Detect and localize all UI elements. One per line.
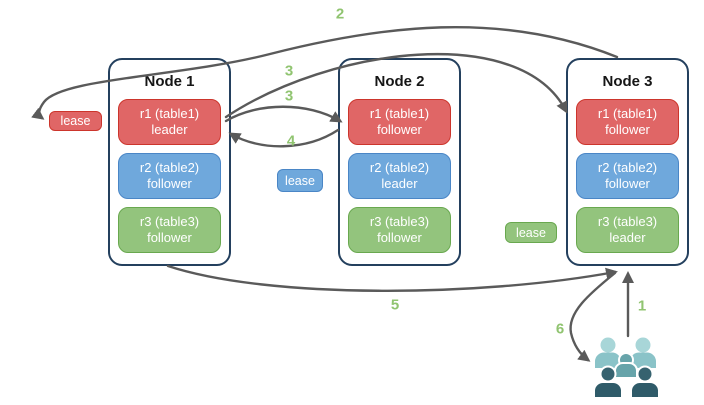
node-3-title: Node 3 <box>602 73 653 90</box>
replica-name: r3 (table3) <box>369 214 430 229</box>
replica-name: r2 (table2) <box>597 160 658 175</box>
replica-name: r3 (table3) <box>597 214 658 229</box>
user-body <box>614 361 638 379</box>
replica-name: r1 (table1) <box>597 106 658 121</box>
node2-replica-r3: r3 (table3) follower <box>348 207 451 253</box>
node3-replica-r3: r3 (table3) leader <box>576 207 679 253</box>
node-1-container: Node 1 r1 (table1) leader r2 (table2) fo… <box>108 58 231 266</box>
replica-role: follower <box>377 122 422 137</box>
replica-role: leader <box>151 122 188 137</box>
replica-role: follower <box>605 122 650 137</box>
user-body <box>630 380 660 399</box>
user-head <box>599 365 617 383</box>
step-label-6: 6 <box>555 320 565 338</box>
replica-name: r2 (table2) <box>139 160 200 175</box>
node2-replica-r1: r1 (table1) follower <box>348 99 451 145</box>
step-label-3b: 3 <box>284 87 294 105</box>
replica-role: follower <box>147 230 192 245</box>
user-head <box>635 337 651 353</box>
step-label-2: 2 <box>335 5 345 23</box>
replica-role: follower <box>605 176 650 191</box>
replica-name: r1 (table1) <box>139 106 200 121</box>
replica-name: r3 (table3) <box>139 214 200 229</box>
node-1-title: Node 1 <box>144 73 195 90</box>
user-head <box>618 352 634 368</box>
replica-name: r2 (table2) <box>369 160 430 175</box>
replica-role: leader <box>381 176 418 191</box>
step-label-5: 5 <box>390 296 400 314</box>
user-body <box>595 352 621 368</box>
node2-replica-r2: r2 (table2) leader <box>348 153 451 199</box>
arrow-step-5 <box>166 264 618 292</box>
node1-replica-r2: r2 (table2) follower <box>118 153 221 199</box>
user-body <box>593 380 623 399</box>
user-body <box>630 352 656 368</box>
node-2-title: Node 2 <box>374 73 425 90</box>
lease-badge-r1: lease <box>49 111 102 131</box>
lease-badge-r3: lease <box>505 222 557 243</box>
node1-replica-r3: r3 (table3) follower <box>118 207 221 253</box>
replica-name: r1 (table1) <box>369 106 430 121</box>
step-label-3a: 3 <box>284 62 294 80</box>
replica-role: follower <box>377 230 422 245</box>
replica-role: leader <box>609 230 646 245</box>
user-head <box>600 337 616 353</box>
node1-replica-r1: r1 (table1) leader <box>118 99 221 145</box>
user-head <box>636 365 654 383</box>
replica-role: follower <box>147 176 192 191</box>
node3-replica-r1: r1 (table1) follower <box>576 99 679 145</box>
node-3-container: Node 3 r1 (table1) follower r2 (table2) … <box>566 58 689 266</box>
arrow-step-3-to-node2 <box>224 105 343 123</box>
node3-replica-r2: r2 (table2) follower <box>576 153 679 199</box>
users-group-icon <box>593 337 660 399</box>
lease-badge-r2: lease <box>277 169 323 192</box>
arrow-step-6 <box>569 271 617 362</box>
node-2-container: Node 2 r1 (table1) follower r2 (table2) … <box>338 58 461 266</box>
step-label-1: 1 <box>637 297 647 315</box>
step-label-4: 4 <box>286 132 296 150</box>
arrow-step-4 <box>228 128 340 148</box>
